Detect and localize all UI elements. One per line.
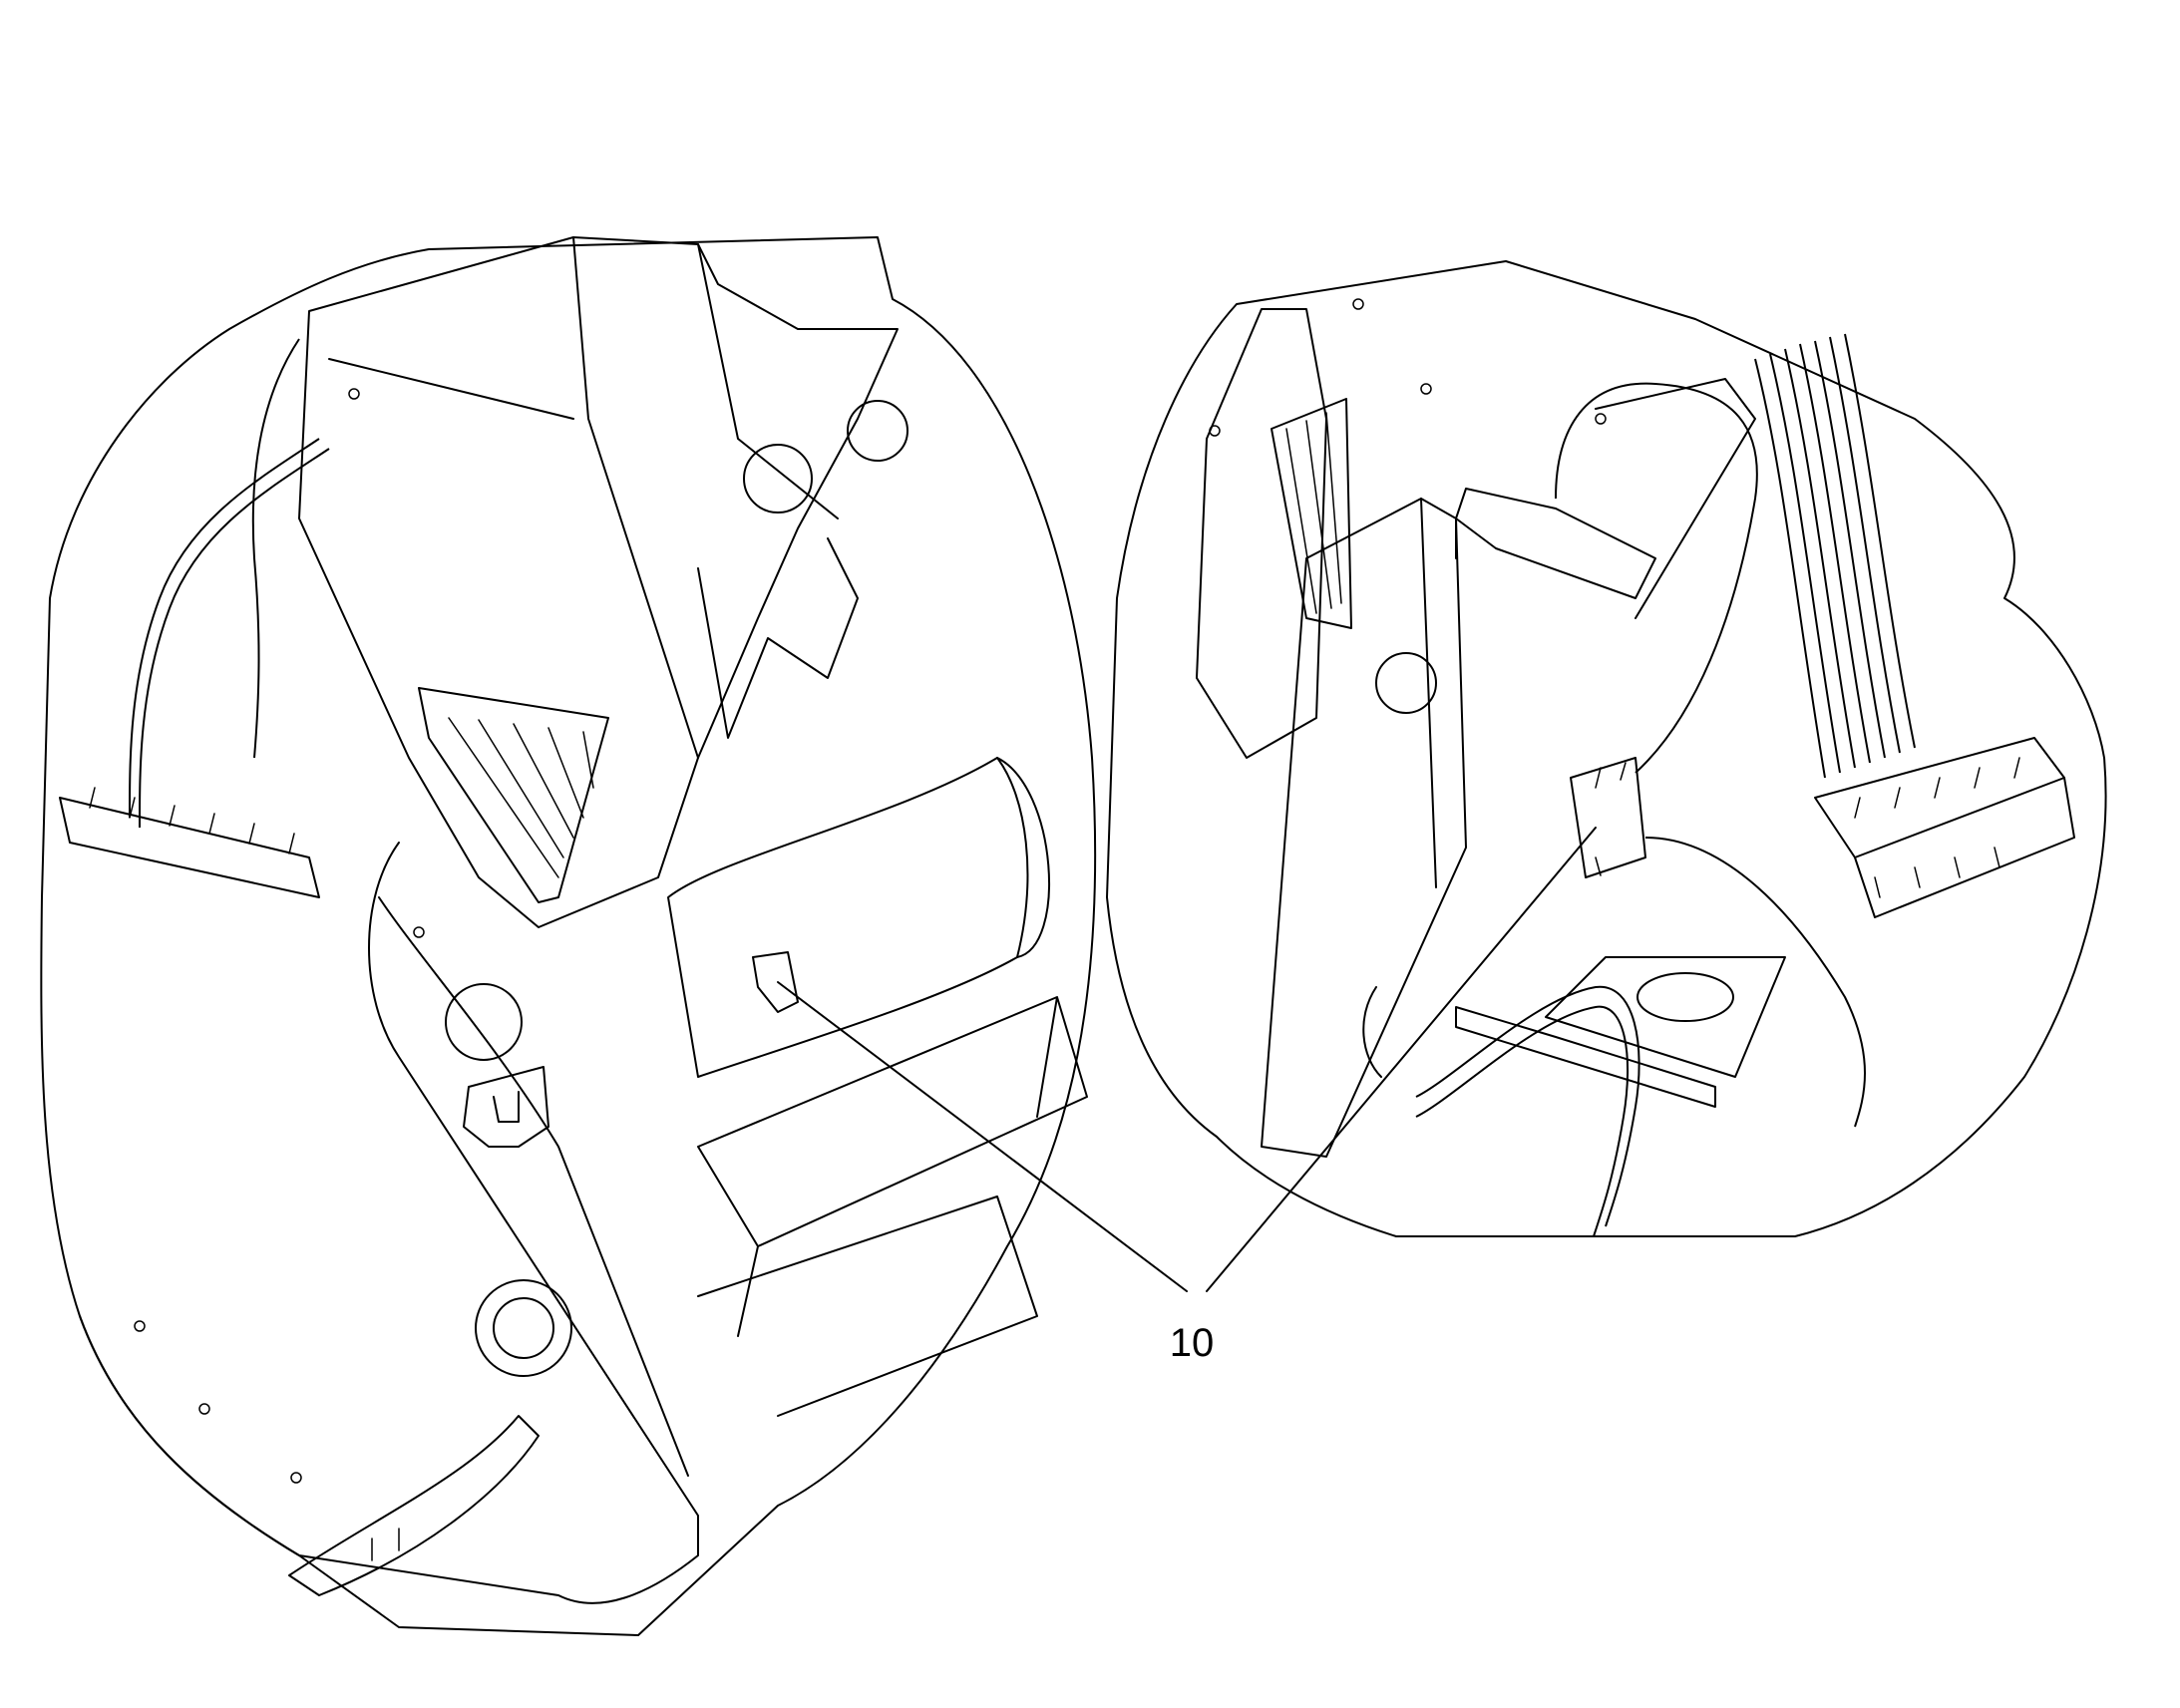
pivot-bore [445,983,523,1061]
right-detail-outline [1106,260,2107,1237]
base-plate-bracket [1455,1006,1716,1108]
hose-right-3 [1415,985,1640,1227]
main-plate-bore [1375,652,1437,714]
main-plate-side [1420,498,1457,888]
small-valve-ports [1595,762,1627,876]
upper-frame [1455,488,1656,599]
lifting-eye-1 [743,444,813,513]
pivot-body-inner [378,896,689,1477]
hose-right-2 [1644,837,1866,1128]
boom-arm-edge-3 [328,358,574,420]
valve-block-left [59,797,320,898]
tower-column [1196,308,1327,759]
manifold-fittings [1854,757,2020,898]
main-plate [1261,498,1467,1158]
boom-arm-tooth [697,537,859,739]
pivot-pin-boss-inner [493,1297,554,1359]
main-plate-slot [1362,986,1382,1078]
skid-plate [288,1415,540,1596]
upper-frame-beam [1595,378,1756,619]
callout-label: 10 [1170,1321,1215,1365]
pivot-body [79,842,699,1604]
tower-grille-slats [1285,412,1342,614]
skid-bolts [371,1528,400,1561]
u-bracket [463,1066,549,1148]
hose-left-3 [251,338,300,759]
small-valve-block [1570,757,1646,878]
vent-grille [418,687,609,903]
left-detail-outline [40,236,1097,1636]
clip-bracket [752,951,799,1013]
lifting-eye-2 [847,400,908,462]
boom-arm-edge-1 [572,236,699,759]
tower-grille [1271,398,1352,629]
pivot-pin-boss-outer [475,1279,572,1377]
hose-left-1 [129,438,320,819]
callout-leader-right [1206,827,1597,1292]
hose-bundle [1754,333,1916,779]
valve-fittings-left [89,787,295,854]
front-frame [697,996,1088,1337]
cylinder-drum-end [996,757,1050,958]
callout-leader-left [777,981,1188,1292]
hose-right-4 [1415,1005,1630,1237]
cylinder-drum [667,757,1029,1078]
mounting-bolts-right [1209,298,1607,437]
front-frame-lower [697,1196,1038,1417]
callout-10: 10 [777,827,1597,1365]
base-plate-bore [1636,972,1734,1022]
hose-right-1 [1555,382,1758,774]
right-detail-view [1106,260,2107,1237]
boom-arm-edge-2 [697,243,839,519]
left-detail-view [40,236,1097,1636]
vent-grille-slats [448,717,594,878]
mounting-bolts-left [134,388,425,1484]
hose-left-2 [139,448,330,829]
manifold-block-front [1854,777,2075,918]
boom-arm [298,236,899,928]
